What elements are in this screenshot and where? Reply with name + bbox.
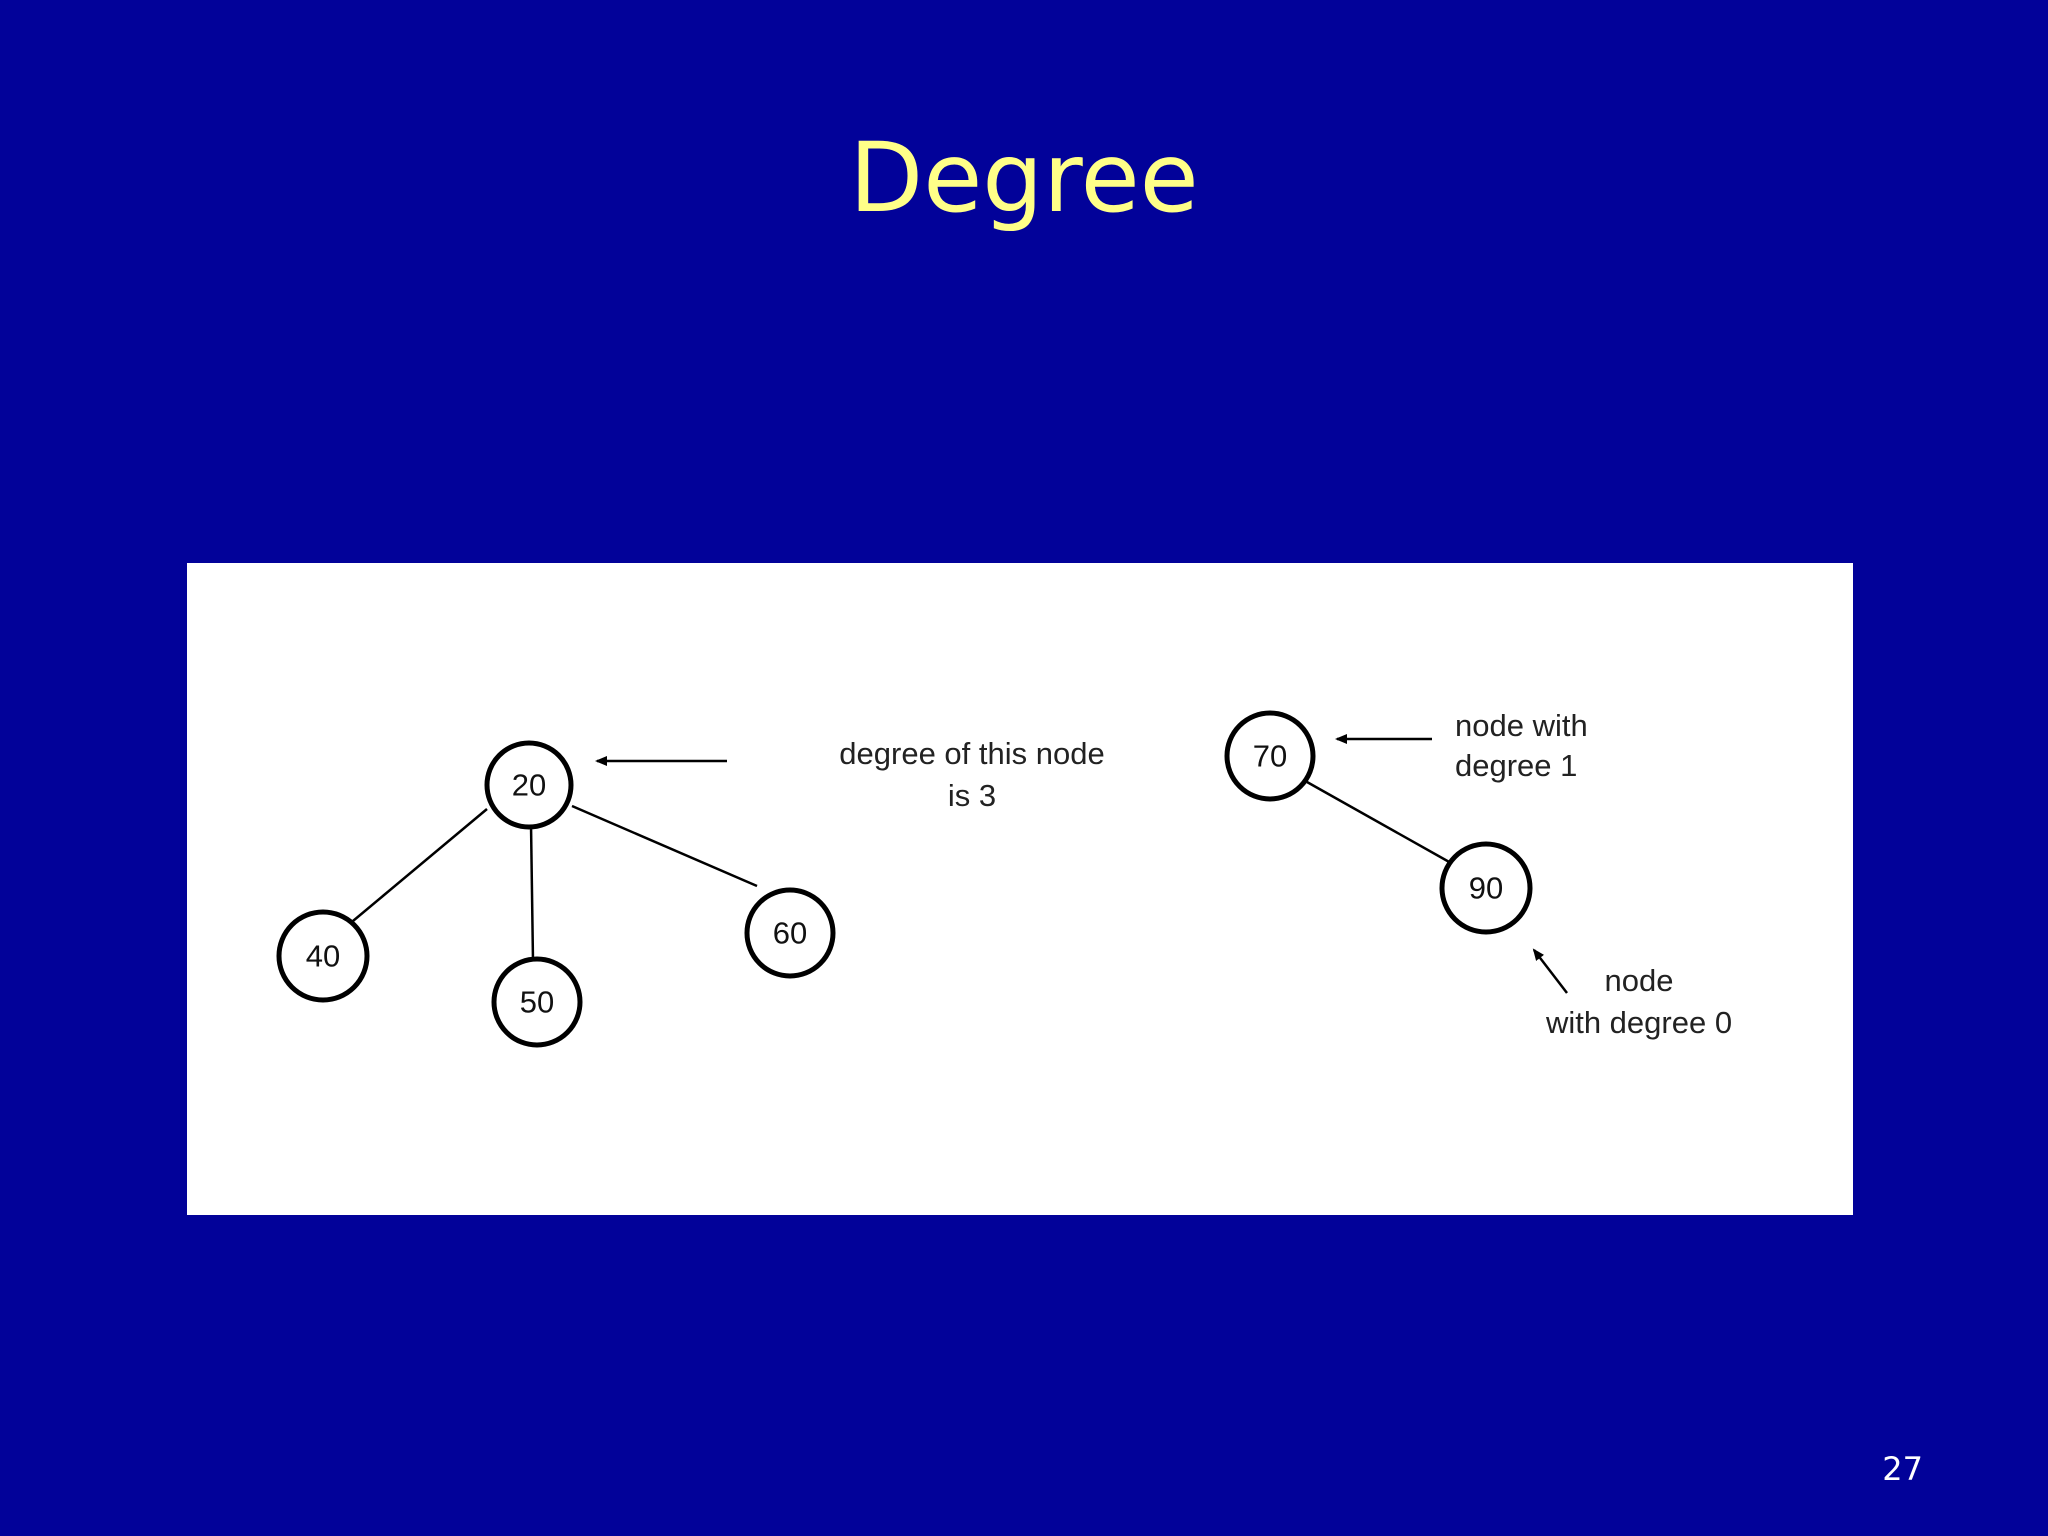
degree-3-annotation-line1: degree of this node (839, 736, 1104, 771)
tree-diagram-svg: 20 40 50 60 degree of this node is 3 (276, 708, 1732, 1048)
degree-1-annotation-line1: node with (1455, 708, 1588, 743)
tree-degree-figure: 20 40 50 60 degree of this node is 3 (187, 563, 1853, 1215)
degree-0-annotation-line1: node (1605, 963, 1674, 998)
tree-node-70: 70 (1224, 710, 1316, 802)
page-number: 27 (1882, 1450, 1923, 1488)
node-label-20: 20 (512, 768, 546, 803)
node-label-70: 70 (1253, 739, 1287, 774)
node-label-50: 50 (520, 985, 554, 1020)
degree-1-annotation-line2: degree 1 (1455, 748, 1577, 783)
degree-0-arrow (1532, 948, 1568, 994)
node-label-60: 60 (773, 916, 807, 951)
degree-0-annotation-line2: with degree 0 (1545, 1005, 1732, 1040)
edge-70-90 (1306, 780, 1452, 865)
tree-node-90: 90 (1439, 841, 1533, 935)
edge-20-50 (529, 823, 535, 962)
tree-node-20: 20 (484, 740, 574, 830)
edge-20-40 (334, 808, 488, 937)
node-label-40: 40 (306, 939, 340, 974)
edge-20-60 (571, 804, 758, 888)
node-label-90: 90 (1469, 871, 1503, 906)
tree-node-60: 60 (744, 887, 836, 979)
tree-node-50: 50 (491, 956, 583, 1048)
slide-title: Degree (849, 122, 1199, 234)
tree-node-40: 40 (276, 909, 370, 1003)
degree-3-annotation-line2: is 3 (948, 778, 996, 813)
